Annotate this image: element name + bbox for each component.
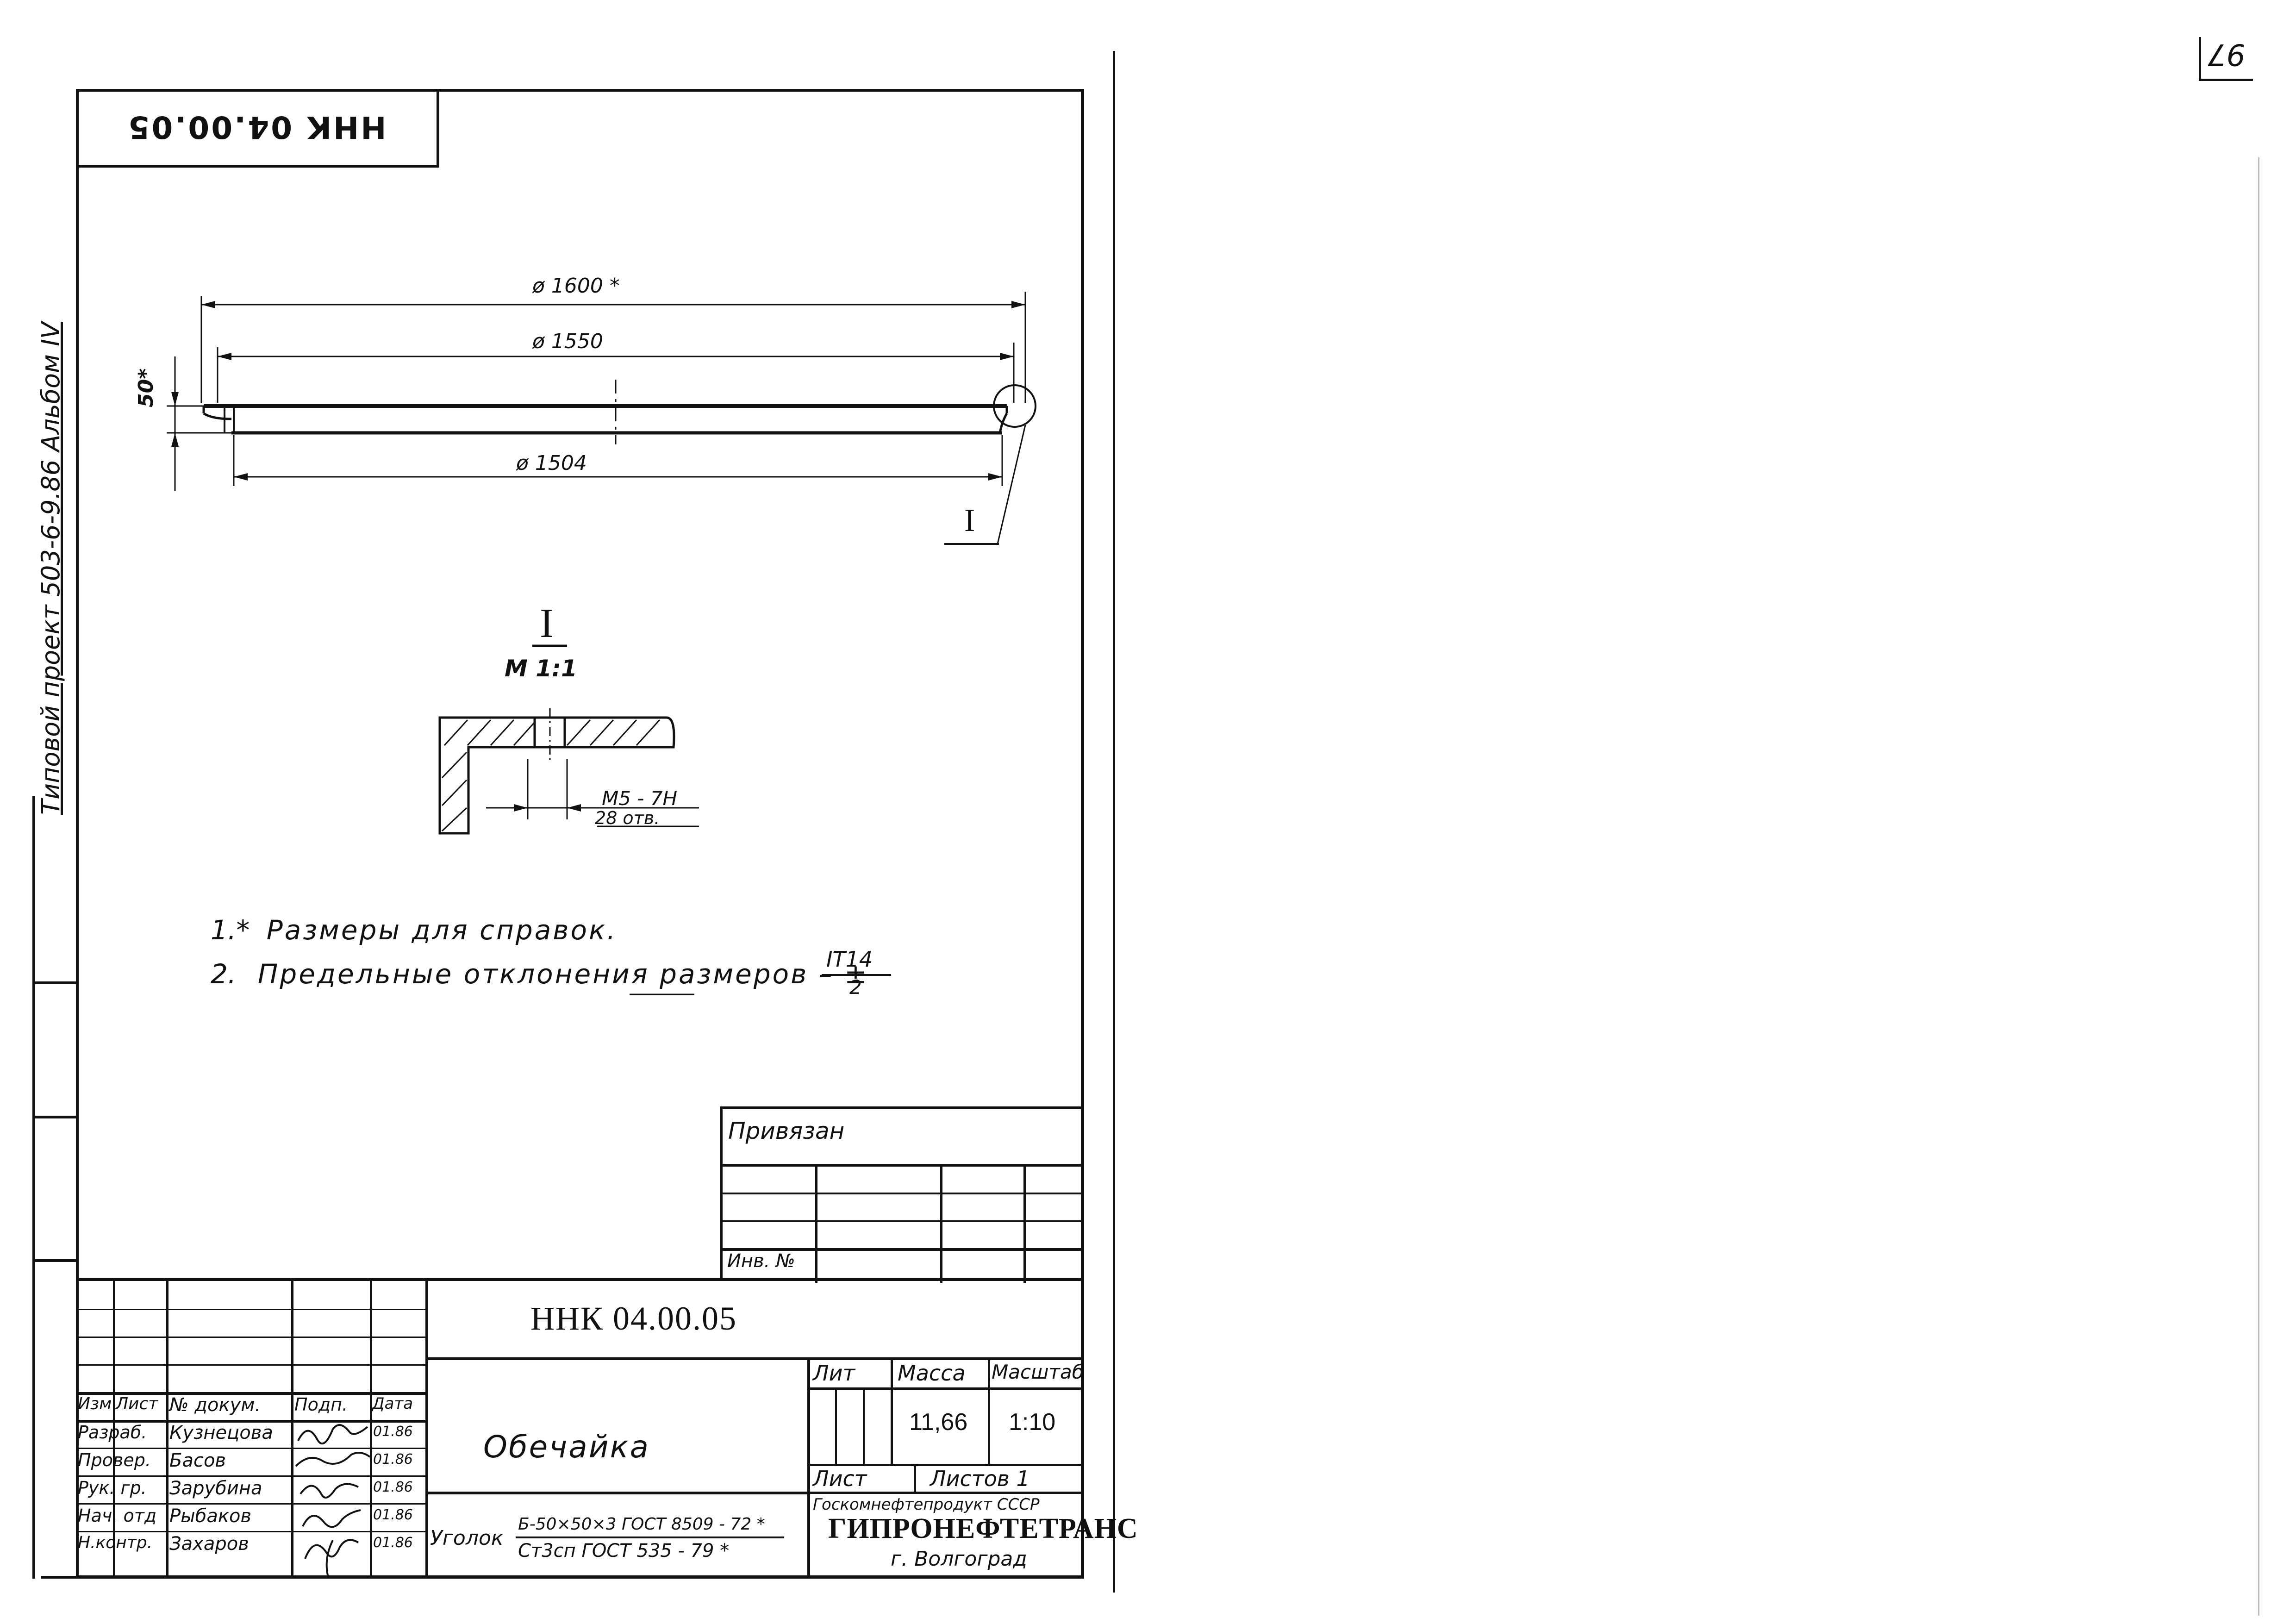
note-2: 2. Предельные отклонения размеров – ± — [211, 958, 869, 990]
hdr-date: Дата — [372, 1394, 413, 1413]
scale-value: 1:10 — [1009, 1409, 1056, 1436]
detail-marker: I — [964, 503, 975, 538]
row-role: Разраб. — [78, 1422, 147, 1443]
detail-scale: М 1:1 — [505, 655, 577, 682]
hdr-sign: Подп. — [294, 1394, 348, 1415]
dim-1504: ø 1504 — [516, 451, 587, 475]
row-date: 01.86 — [373, 1424, 413, 1440]
inv-label: Инв. № — [727, 1250, 795, 1272]
binding-strip — [32, 796, 79, 1579]
hdr-list: Лист — [116, 1394, 158, 1413]
binding-label: Привязан — [728, 1118, 845, 1144]
frame-bottom-extension — [41, 1576, 78, 1579]
holes-label: 28 отв. — [595, 808, 660, 828]
rotated-code-box: ННК 04.00.05 — [76, 89, 439, 168]
title-block: Изм Лист № докум. Подп. Дата Разраб. Куз… — [76, 1278, 1138, 1579]
dim-50: 50* — [134, 368, 158, 407]
note-1: 1.* Размеры для справок. — [211, 914, 617, 946]
note-2-frac-top: IT14 — [826, 947, 873, 972]
row-role: Н.контр. — [78, 1533, 153, 1552]
hdr-doc: № докум. — [169, 1394, 261, 1416]
page-number-box: 97 — [2199, 37, 2253, 81]
row-name: Зарубина — [169, 1478, 262, 1499]
material-top: Б-50×50×3 ГОСТ 8509 - 72 * — [518, 1515, 765, 1534]
material-prefix: Уголок — [430, 1526, 504, 1550]
row-date: 01.86 — [373, 1507, 413, 1523]
designation: ННК 04.00.05 — [530, 1300, 737, 1337]
row-date: 01.86 — [373, 1535, 413, 1551]
org-name: ГИПРОНЕФТЕТРАНС — [828, 1513, 1138, 1544]
sheet-label: Лист — [813, 1466, 867, 1491]
row-name: Рыбаков — [169, 1505, 252, 1527]
org-top: Госкомнефтепродукт СССР — [813, 1495, 1040, 1514]
right-margin-line — [2258, 157, 2259, 1616]
row-name: Захаров — [169, 1533, 249, 1555]
sheets-label: Листов 1 — [930, 1466, 1030, 1491]
thread-label: М5 - 7Н — [602, 787, 678, 810]
row-name: Кузнецова — [169, 1422, 273, 1443]
note-2-number: 2. — [211, 958, 237, 990]
note-2-frac-bottom: 2 — [849, 976, 862, 999]
row-date: 01.86 — [373, 1451, 413, 1468]
row-role: Нач. отд — [78, 1505, 157, 1526]
lit-label: Лит — [813, 1361, 855, 1386]
hdr-izm: Изм — [78, 1394, 112, 1413]
fold-line — [1113, 51, 1115, 1593]
drawing-frame — [76, 89, 1084, 1579]
dim-1550: ø 1550 — [532, 330, 603, 353]
note-1-number: 1.* — [211, 914, 250, 946]
binding-block: Привязан Инв. № — [720, 1106, 1084, 1283]
mass-value: 11,66 — [909, 1409, 968, 1436]
row-role: Рук. гр. — [78, 1478, 147, 1498]
part-name: Обечайка — [483, 1429, 650, 1465]
detail-title: I — [540, 600, 554, 646]
material-bottom: Ст3сп ГОСТ 535 - 79 * — [518, 1540, 730, 1562]
org-city: г. Волгоград — [891, 1547, 1027, 1571]
row-name: Басов — [169, 1450, 226, 1471]
row-date: 01.86 — [373, 1479, 413, 1495]
note-2-frac-line — [822, 974, 891, 976]
dim-1600: ø 1600 * — [532, 274, 620, 298]
note-1-text: Размеры для справок. — [266, 914, 618, 946]
row-role: Провер. — [78, 1450, 151, 1470]
note-2-text: Предельные отклонения размеров – ± — [257, 958, 869, 990]
mass-label: Масса — [898, 1361, 966, 1386]
signatures — [295, 1424, 371, 1577]
scale-label: Масштаб — [992, 1361, 1084, 1383]
